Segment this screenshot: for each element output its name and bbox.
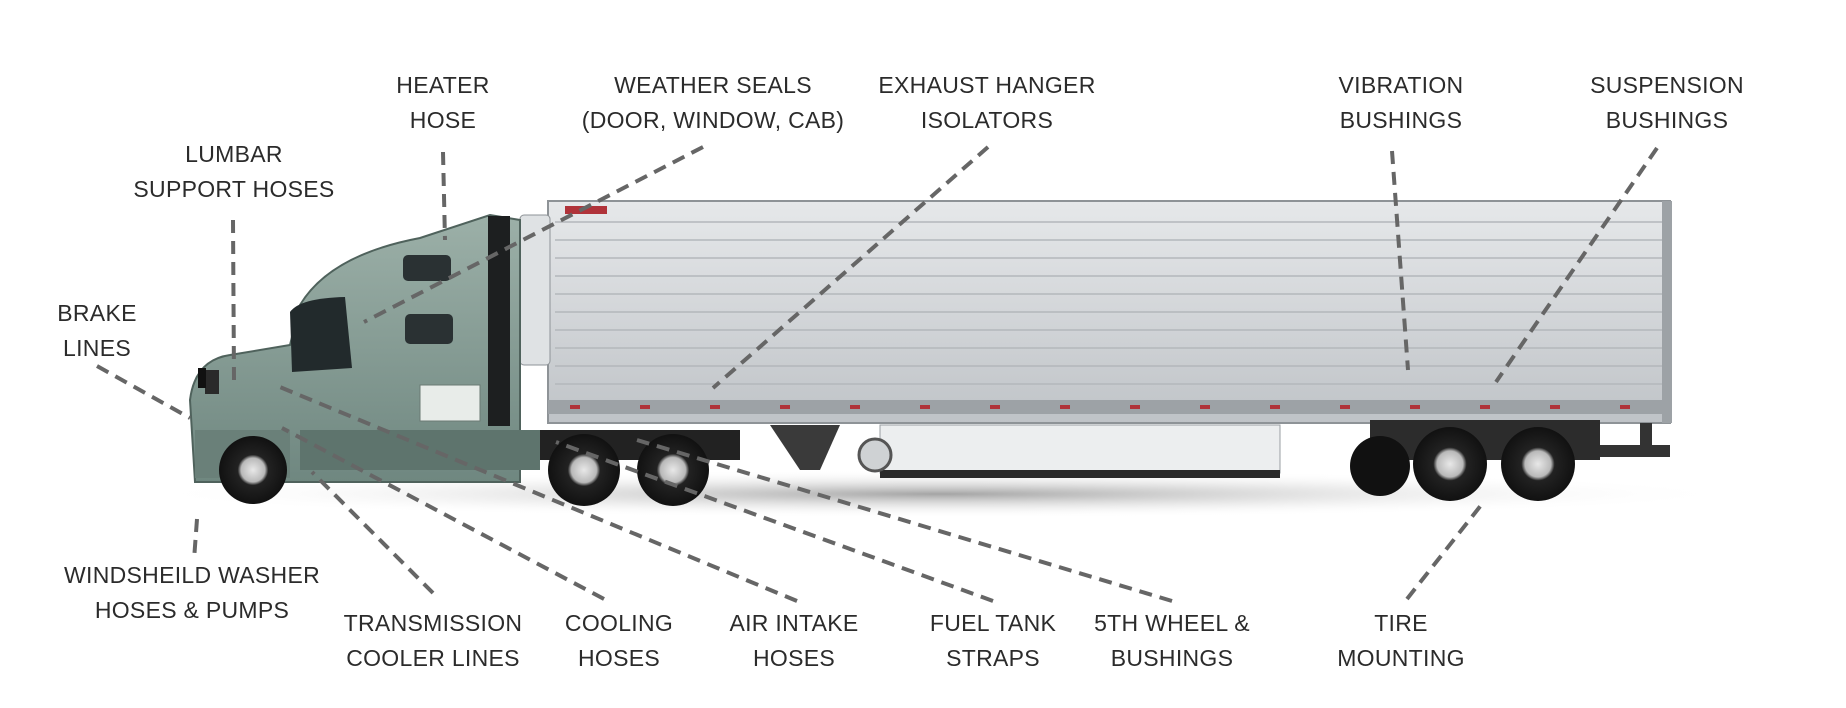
leader-exhaust-hanger: [711, 145, 990, 390]
leader-transmission: [310, 470, 435, 595]
label-weather-seals: WEATHER SEALS (DOOR, WINDOW, CAB): [581, 72, 845, 133]
leader-fuel-tank: [555, 440, 994, 603]
ground-shadow: [140, 470, 1740, 518]
label-fuel-tank-straps: FUEL TANK STRAPS: [929, 610, 1057, 671]
leader-tire-mounting: [1405, 502, 1484, 601]
label-fifth-wheel-bushings: 5TH WHEEL & BUSHINGS: [1094, 610, 1250, 671]
leader-cooling: [281, 426, 605, 601]
leader-brake-lines: [96, 364, 191, 420]
label-air-intake-hoses: AIR INTAKE HOSES: [729, 610, 859, 671]
leader-lumbar: [231, 219, 236, 381]
leader-heater-hose: [441, 151, 447, 241]
trailer: [519, 200, 1672, 478]
leader-fifth-wheel: [636, 438, 1173, 603]
leader-lines: [96, 145, 1659, 603]
leader-weather-seals: [363, 145, 704, 324]
label-exhaust-hanger-isolators: EXHAUST HANGER ISOLATORS: [878, 72, 1096, 133]
label-transmission-cooler-lines: TRANSMISSION COOLER LINES: [343, 610, 523, 671]
leader-suspension-bushings: [1494, 146, 1659, 384]
label-heater-hose: HEATER HOSE: [396, 72, 490, 133]
label-vibration-bushings: VIBRATION BUSHINGS: [1338, 72, 1464, 133]
label-brake-lines: BRAKE LINES: [57, 300, 137, 361]
wheels: [219, 427, 1575, 506]
leader-windshield: [192, 518, 199, 561]
label-tire-mounting: TIRE MOUNTING: [1337, 610, 1465, 671]
leader-air-intake: [274, 383, 798, 603]
label-windshield-washer: WINDSHEILD WASHER HOSES & PUMPS: [64, 562, 320, 623]
label-suspension-bushings: SUSPENSION BUSHINGS: [1590, 72, 1744, 133]
label-cooling-hoses: COOLING HOSES: [564, 610, 674, 671]
label-lumbar-support-hoses: LUMBAR SUPPORT HOSES: [133, 141, 335, 202]
leader-vibration-bushings: [1390, 150, 1410, 371]
